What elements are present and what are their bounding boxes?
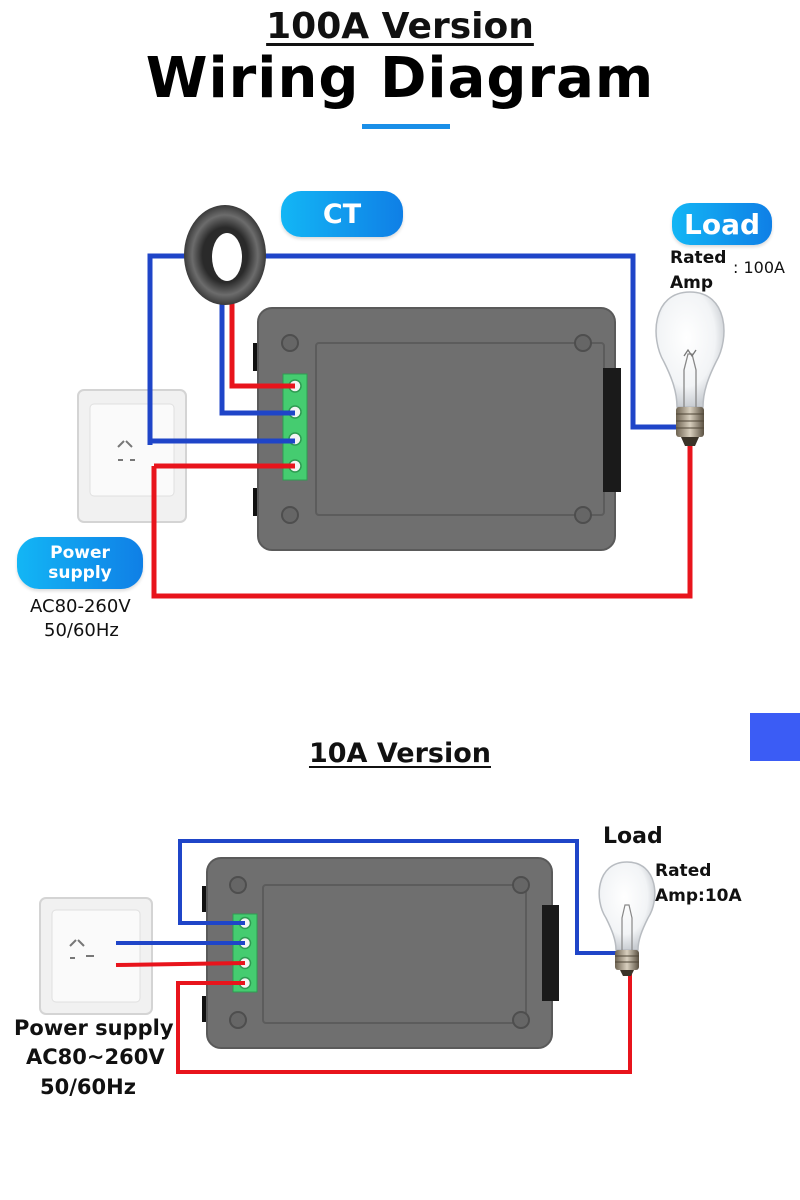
load-label-10a: Load [603, 824, 663, 849]
rated-label-10a-line2: Amp:10A [655, 886, 742, 906]
power-supply-line1: Power [50, 543, 110, 563]
load-label-pill: Load [672, 203, 772, 245]
ct-label-pill: CT [281, 191, 403, 237]
power-supply-10a: Power supply [14, 1016, 174, 1040]
version-100a-title: 100A Version [266, 6, 534, 47]
power-meter-10a [202, 857, 559, 1049]
rated-amp-value-100a: : 100A [733, 258, 785, 277]
wall-socket-100a [77, 389, 187, 523]
frequency-100a: 50/60Hz [44, 620, 119, 641]
title-accent-bar [362, 124, 450, 129]
rated-label-10a-line1: Rated [655, 861, 712, 881]
wires-10a [115, 839, 632, 1074]
power-supply-pill: Power supply [17, 537, 143, 589]
rated-label-line2: Amp [670, 273, 714, 293]
light-bulb-10a [598, 861, 656, 976]
side-tab-marker [750, 713, 800, 761]
power-meter-100a [253, 307, 621, 551]
voltage-100a: AC80-260V [30, 596, 131, 617]
rated-label-line1: Rated [670, 248, 727, 268]
wall-socket-10a [39, 897, 153, 1015]
frequency-10a: 50/60Hz [40, 1075, 136, 1099]
ct-current-transformer [184, 205, 266, 305]
light-bulb-100a [655, 291, 725, 446]
power-supply-line2: supply [48, 563, 112, 583]
voltage-10a: AC80~260V [26, 1045, 165, 1069]
version-10a-title: 10A Version [308, 738, 491, 769]
wires-100a [147, 253, 693, 599]
wiring-diagram-title: Wiring Diagram [145, 46, 655, 111]
